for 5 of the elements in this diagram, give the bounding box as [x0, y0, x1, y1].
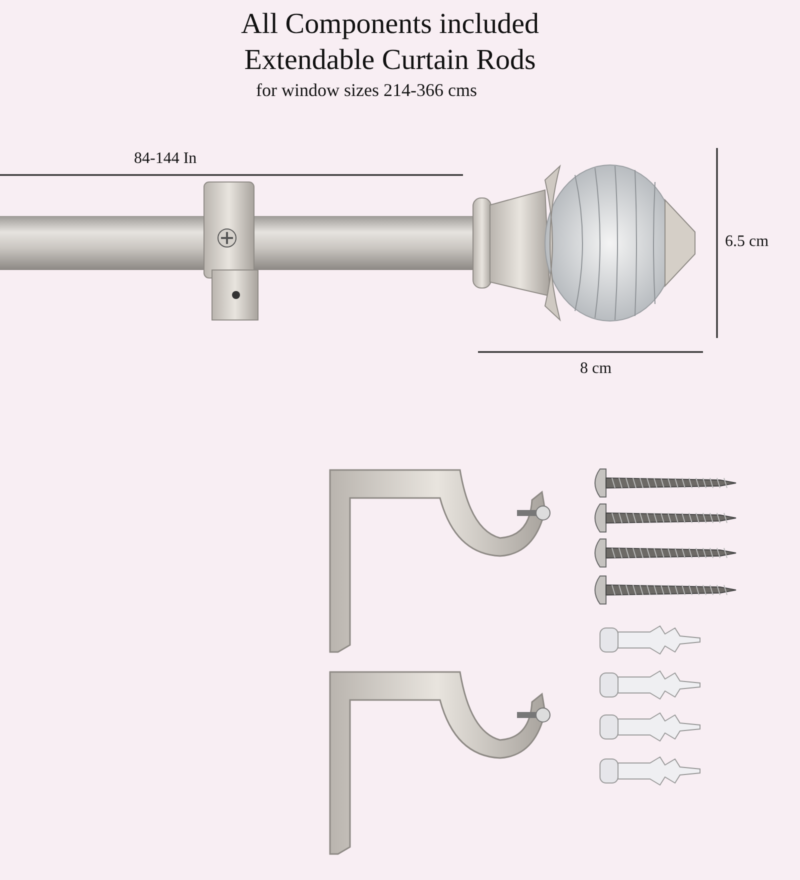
dimension-label: 8 cm [580, 360, 612, 378]
dimension-label: 84-144 In [134, 150, 197, 168]
title: All Components included Extendable Curtain Rods [240, 7, 540, 78]
subtitle: for window sizes 214-366 cms [256, 80, 477, 101]
dimension-label: 6.5 cm [725, 233, 769, 251]
